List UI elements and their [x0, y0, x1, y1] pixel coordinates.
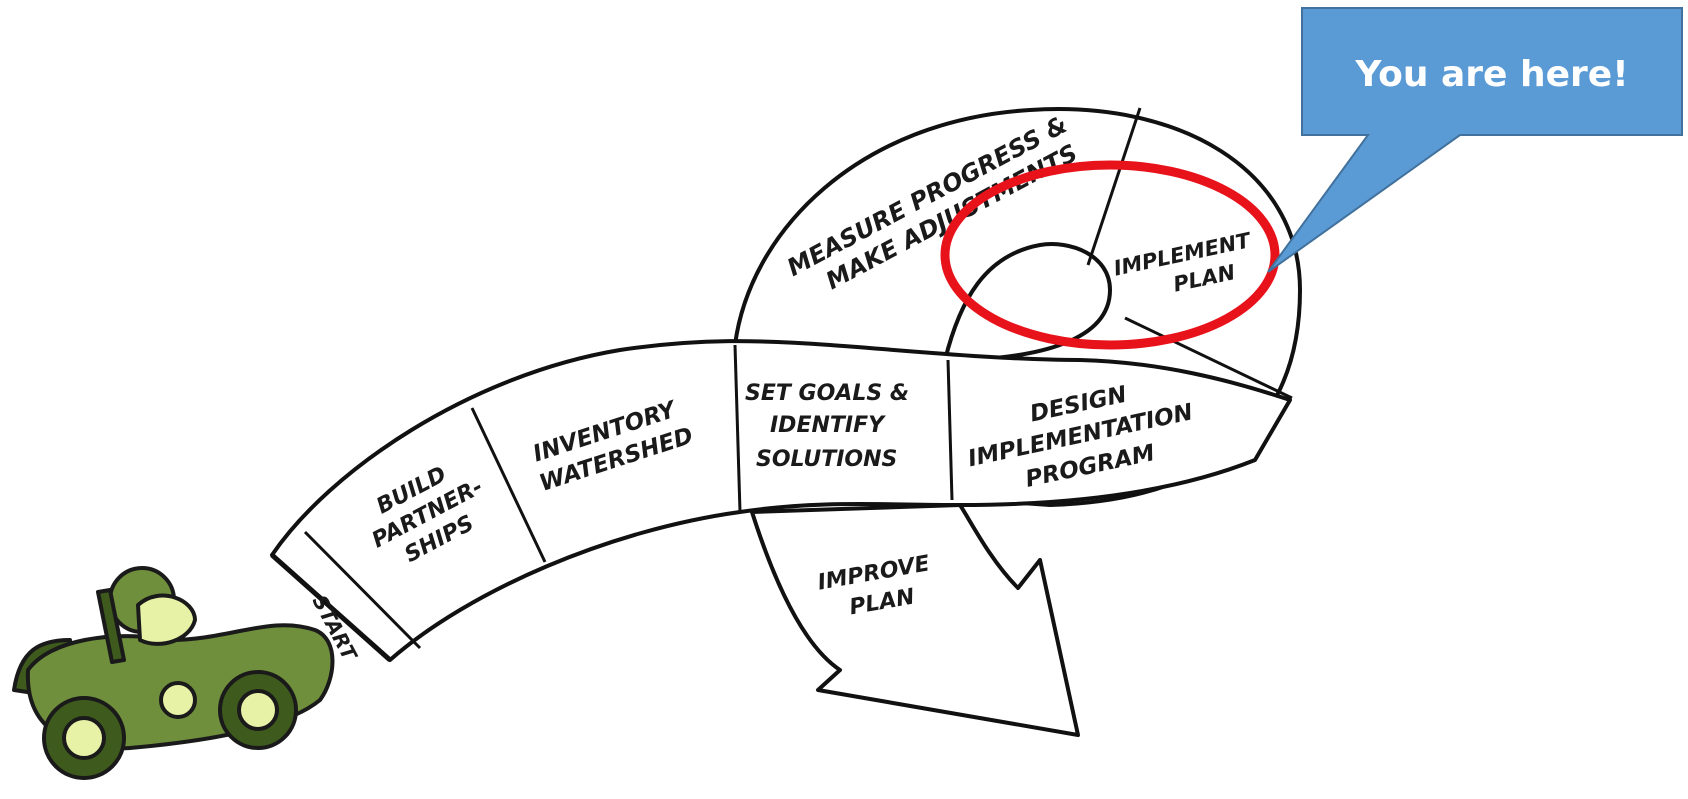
windshield [96, 588, 126, 664]
front-hubcap [237, 689, 279, 731]
car-emblem [159, 681, 197, 719]
improve-plan-arrow [750, 503, 1080, 737]
goals-label-3: SOLUTIONS [756, 447, 897, 472]
step-set-goals: SET GOALS & IDENTIFY SOLUTIONS [745, 381, 909, 472]
callout-text: You are here! [1354, 54, 1628, 95]
driver-face [136, 593, 197, 646]
callout-bubble [1267, 7, 1683, 273]
road-band [270, 339, 1292, 662]
rear-hubcap [62, 716, 106, 760]
highlight-ellipse [940, 160, 1280, 350]
you-are-here-callout: You are here! [1267, 7, 1683, 273]
car-illustration [12, 566, 335, 780]
road-ribbon [270, 107, 1302, 737]
goals-label-1: SET GOALS & [745, 381, 909, 406]
goals-label-2: IDENTIFY [770, 413, 886, 438]
